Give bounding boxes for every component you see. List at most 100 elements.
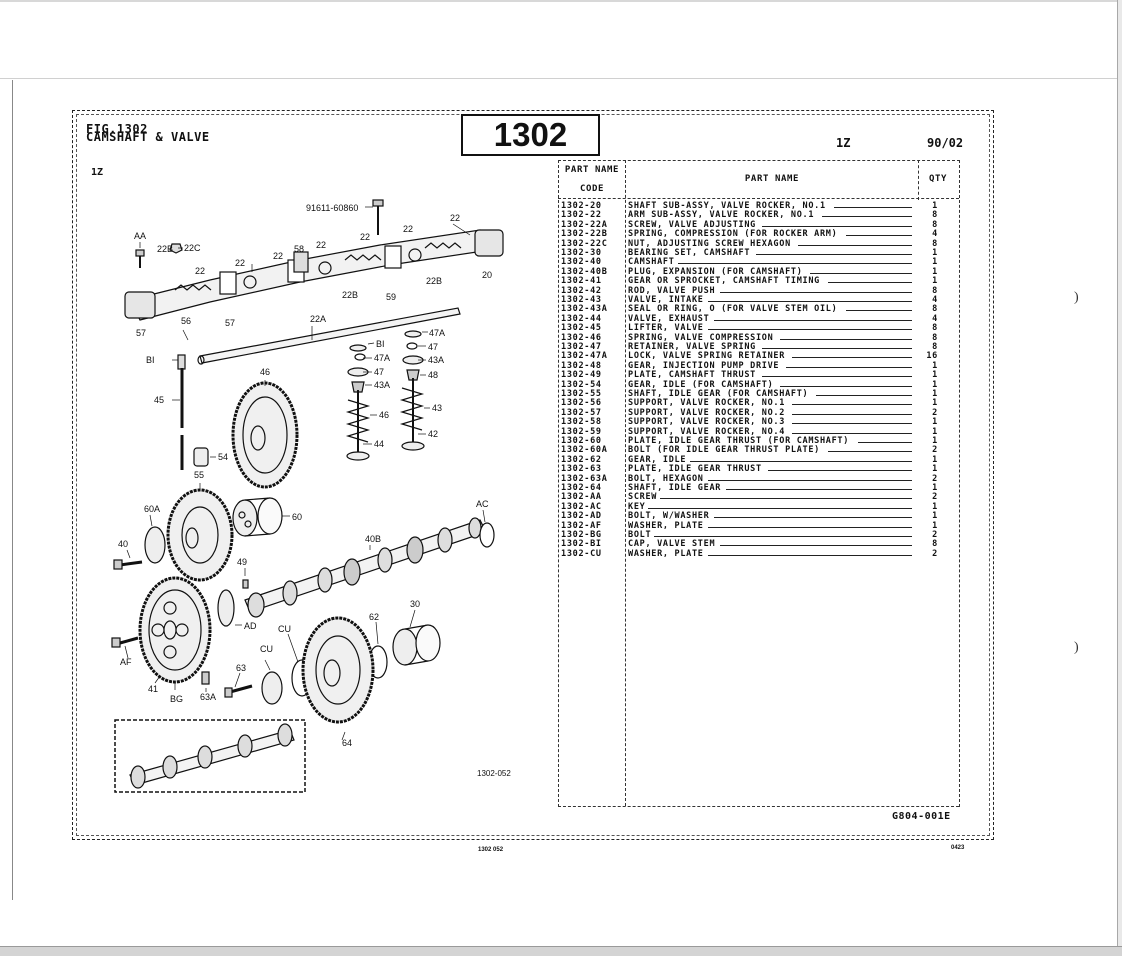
callout: 40B	[365, 534, 381, 544]
dotted-leader	[762, 376, 912, 378]
callout: 63A	[200, 692, 216, 702]
part-code: 1302-40	[561, 257, 602, 268]
dotted-leader	[726, 489, 912, 490]
dotted-leader	[792, 432, 912, 434]
callout: 47A	[374, 353, 390, 363]
part-name: SUPPORT, VALVE ROCKER, NO.1	[628, 398, 786, 409]
gear-48	[231, 381, 299, 489]
part-qty: 2	[932, 473, 938, 484]
part-name: GEAR, INJECTION PUMP DRIVE	[628, 360, 780, 371]
part-name: SUPPORT, VALVE ROCKER, NO.3	[628, 417, 786, 428]
part-name: SCREW	[628, 492, 658, 503]
part-name: BEARING SET, CAMSHAFT	[628, 248, 751, 258]
callout: 43	[432, 403, 442, 413]
part-code: 1302-64	[561, 483, 602, 493]
dotted-leader	[846, 235, 912, 237]
callout: 20	[482, 270, 492, 280]
part-qty: 2	[932, 492, 938, 503]
part-name: VALVE, INTAKE	[628, 295, 704, 305]
part-qty: 1	[932, 370, 938, 381]
callout: 91611-60860	[306, 203, 358, 213]
part-name: BOLT, HEXAGON	[628, 473, 704, 484]
dotted-leader	[690, 460, 912, 462]
callout: 22	[403, 224, 413, 234]
callout: 63	[236, 663, 246, 673]
dotted-leader	[660, 498, 912, 500]
callout: 44	[374, 439, 384, 449]
part-name: SPRING, COMPRESSION (FOR ROCKER ARM)	[628, 229, 838, 240]
part-code: 1302-62	[561, 454, 602, 465]
part-code: 1302-47A	[561, 351, 608, 362]
part-qty: 1	[932, 464, 938, 475]
binding-mark: )	[1074, 640, 1079, 655]
part-qty: 1	[932, 398, 938, 409]
part-qty: 8	[932, 323, 938, 334]
col-header-name: PART NAME	[744, 174, 800, 184]
part-name: PLATE, IDLE GEAR THRUST (FOR CAMSHAFT)	[628, 436, 850, 446]
part-name: GEAR, IDLE (FOR CAMSHAFT)	[628, 379, 774, 390]
callout: 46	[379, 410, 389, 420]
part-name: SPRING, VALVE COMPRESSION	[628, 332, 774, 343]
callout: 22A	[310, 314, 326, 324]
dotted-leader	[810, 272, 912, 274]
part-qty: 1	[932, 266, 938, 277]
part-code: 1302-AC	[561, 501, 602, 512]
dotted-leader	[756, 254, 912, 255]
part-name: SUPPORT, VALVE ROCKER, NO.4	[628, 426, 786, 437]
part-name: WASHER, PLATE	[628, 520, 704, 531]
model-subheading: 1Z	[91, 167, 104, 178]
callout: 22C	[184, 243, 201, 253]
table-col-divider	[918, 160, 919, 200]
part-qty: 4	[932, 295, 938, 305]
rocker-shaft-assembly	[124, 229, 504, 321]
part-name: BOLT, W/WASHER	[628, 511, 710, 522]
part-qty: 1	[932, 379, 938, 390]
part-name: RETAINER, VALVE SPRING	[628, 342, 756, 352]
dotted-leader	[708, 526, 912, 528]
part-code: 1302-60	[561, 436, 602, 446]
part-code: 1302-BG	[561, 530, 602, 540]
part-qty: 1	[932, 201, 938, 211]
callout: AC	[476, 499, 489, 509]
callout: 64	[342, 738, 352, 748]
parts-table-border	[558, 160, 960, 807]
callout: 41	[148, 684, 158, 694]
bearing-set-30	[114, 719, 306, 793]
viewer-scrollbar[interactable]	[1117, 0, 1122, 946]
part-name: SHAFT, IDLE GEAR	[628, 483, 722, 493]
part-code: 1302-54	[561, 379, 602, 390]
callout: AA	[134, 231, 146, 241]
part-qty: 4	[932, 229, 938, 240]
callout: 22	[316, 240, 326, 250]
dotted-leader	[768, 470, 912, 472]
part-name: KEY	[628, 501, 646, 512]
part-name: CAMSHAFT	[628, 257, 675, 268]
callout: 47A	[429, 328, 445, 338]
dotted-leader	[714, 319, 912, 321]
part-code: 1302-22	[561, 210, 602, 221]
page-left-rule	[12, 80, 13, 900]
viewer-top-edge	[0, 0, 1122, 2]
dotted-leader	[780, 338, 912, 340]
part-qty: 8	[932, 219, 938, 230]
catalog-code: G804-001E	[892, 811, 951, 822]
callout: BI	[146, 355, 155, 365]
part-name: SCREW, VALVE ADJUSTING	[628, 219, 756, 230]
callout: BI	[376, 339, 385, 349]
part-code: 1302-48	[561, 360, 602, 371]
part-code: 1302-46	[561, 332, 602, 343]
bottom-right-ref: 0423	[951, 845, 965, 851]
part-qty: 2	[932, 445, 938, 456]
part-name: PLATE, CAMSHAFT THRUST	[628, 370, 756, 381]
callout: 47	[428, 342, 438, 352]
binding-mark: )	[1074, 290, 1079, 305]
part-name: SUPPORT, VALVE ROCKER, NO.2	[628, 407, 786, 418]
part-code: 1302-42	[561, 285, 602, 296]
callout: BG	[170, 694, 183, 704]
dotted-leader	[834, 207, 912, 208]
catalog-sheet-border	[72, 110, 994, 840]
part-code: 1302-AF	[561, 520, 602, 531]
callout: 54	[218, 452, 228, 462]
col-header-qty: QTY	[928, 174, 948, 184]
part-code: 1302-47	[561, 342, 602, 352]
